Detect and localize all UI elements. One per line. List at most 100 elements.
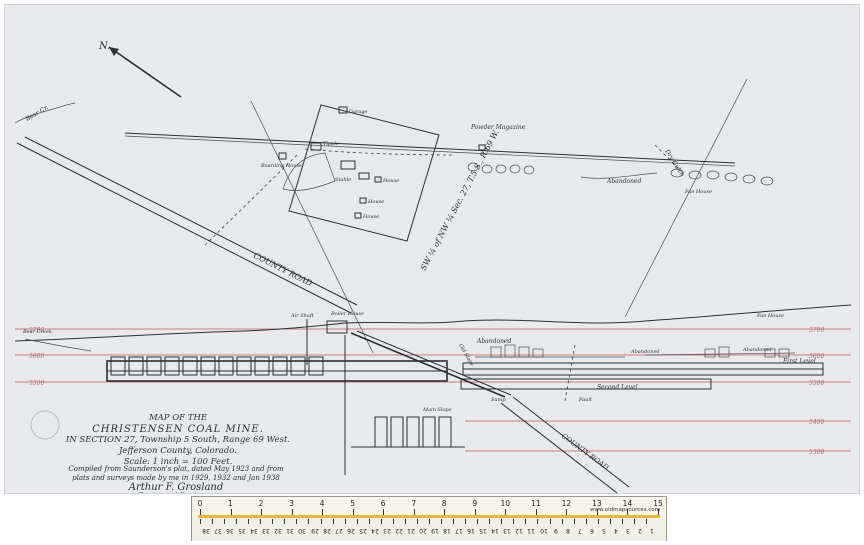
ruler-cm-label: 15	[479, 527, 488, 534]
ruler-inch-label: 11	[531, 499, 541, 508]
ruler-cm-label: 33	[262, 527, 271, 534]
dry-gulch	[654, 144, 682, 172]
elevation-labels: 5700 5600 5500 5700 5600 5500 5400 5300	[29, 327, 824, 456]
ruler-cm-label: 3	[625, 527, 630, 534]
powder-magazine: Powder Magazine	[470, 124, 526, 151]
first-level-workings: First Level	[106, 352, 824, 382]
ruler-tick	[260, 519, 262, 524]
mine-map-drawing: N. Bear Cr. COUNTY ROAD Garage Boarding …	[14, 41, 852, 493]
ruler-cm-label: 32	[274, 527, 283, 534]
ruler-brand: www.oldmapsources.com	[590, 507, 660, 513]
building-house3	[359, 197, 367, 204]
svg-text:5400: 5400	[809, 419, 824, 426]
ruler-cm-label: 8	[565, 527, 570, 534]
ruler-cm-label: 17	[455, 527, 463, 534]
railroad-track	[124, 132, 736, 167]
ruler-cm-label: 37	[214, 527, 222, 534]
svg-text:House: House	[362, 214, 379, 220]
ruler-tick	[272, 519, 274, 524]
ruler-tick	[224, 519, 226, 524]
ruler-tick	[230, 509, 232, 515]
section-line-2	[624, 78, 748, 318]
building-house2	[374, 176, 382, 183]
ruler-tick	[200, 519, 201, 524]
svg-text:Abandoned: Abandoned	[742, 347, 772, 353]
bear-creek-lower	[24, 338, 92, 352]
north-arrow-icon: N.	[98, 41, 182, 98]
ruler-tick	[535, 509, 537, 515]
svg-text:Fan House: Fan House	[756, 313, 784, 319]
svg-text:Abandoned: Abandoned	[606, 178, 641, 185]
svg-text:Tipple: Tipple	[323, 141, 339, 147]
ruler-tick	[296, 519, 298, 524]
ruler-tick	[413, 509, 415, 515]
svg-text:COUNTY ROAD: COUNTY ROAD	[560, 432, 611, 472]
second-level: Second Level	[460, 378, 712, 391]
ruler-tick	[383, 509, 385, 515]
ruler-cm-label: 12	[515, 527, 524, 534]
svg-text:5500: 5500	[809, 380, 824, 387]
ruler-tick	[505, 509, 507, 515]
map-sheet: N. Bear Cr. COUNTY ROAD Garage Boarding …	[4, 4, 860, 494]
ruler-tick	[474, 509, 476, 515]
ruler-tick	[291, 509, 293, 515]
ruler-cm-label: 11	[527, 527, 536, 534]
ruler-tick	[261, 509, 263, 515]
ruler-tick	[248, 519, 250, 524]
ruler-tick	[284, 519, 286, 524]
ruler-color-band	[198, 515, 660, 518]
ruler-tick	[633, 519, 635, 524]
registered-seal	[30, 410, 60, 440]
ruler-inch-label: 0	[197, 499, 203, 508]
ruler-tick	[609, 519, 611, 524]
ruler-inch-label: 3	[289, 499, 294, 508]
north-label: N.	[98, 41, 110, 52]
ruler-cm-label: 18	[443, 527, 451, 534]
ruler-tick	[322, 509, 324, 515]
ruler-tick	[236, 519, 238, 524]
ruler-cm-label: 4	[613, 527, 618, 534]
ruler-inch-label: 12	[561, 499, 572, 508]
svg-text:Bear Creek: Bear Creek	[22, 329, 52, 335]
ruler-tick	[380, 519, 382, 524]
ruler-cm-label: 7	[577, 527, 582, 534]
svg-text:First Level: First Level	[782, 358, 816, 365]
ruler-cm-label: 31	[286, 527, 295, 534]
ruler-cm-label: 5	[601, 527, 606, 534]
svg-text:5300: 5300	[809, 449, 824, 456]
ruler-cm-label: 20	[419, 527, 427, 534]
ruler-tick	[352, 509, 354, 515]
ruler-cm-label: 23	[382, 527, 391, 534]
credit-block: Compiled from Saunderson's plat, dated M…	[51, 465, 301, 493]
svg-text:Powder Magazine: Powder Magazine	[470, 124, 526, 131]
main-slope: Main Slope Old Slope Air Shaft Boiler Ho…	[290, 311, 593, 475]
fenced-yard	[282, 152, 336, 191]
ruler-cm-label: 36	[226, 527, 234, 534]
building-tipple	[310, 142, 322, 151]
svg-text:House: House	[382, 178, 399, 184]
svg-text:Sump: Sump	[491, 397, 506, 403]
ruler-cm-label: 24	[370, 527, 379, 534]
ruler-cm-label: 6	[589, 527, 594, 534]
ruler-inch-label: 10	[500, 499, 511, 508]
ruler-tick	[320, 519, 322, 524]
ruler-inch-label: 14	[622, 499, 633, 508]
ruler-tick	[645, 519, 647, 524]
svg-text:Boarding House: Boarding House	[260, 163, 302, 169]
ruler-cm-label: 27	[334, 527, 343, 534]
ruler-cm-label: 14	[491, 527, 500, 534]
svg-text:Main Slope: Main Slope	[422, 407, 452, 413]
ruler-tick	[489, 519, 491, 524]
ruler-tick	[441, 519, 443, 524]
title-block: MAP OF THE CHRISTENSEN COAL MINE. IN SEC…	[63, 413, 293, 468]
buildings: Garage Boarding House Tipple Stable Hous…	[260, 106, 399, 220]
ruler-inch-label: 7	[411, 499, 417, 508]
building-boarding	[278, 152, 287, 160]
ruler-tick	[658, 509, 659, 515]
ruler-tick	[525, 519, 527, 524]
property-boundary	[288, 104, 440, 242]
ruler-tick	[501, 519, 503, 524]
